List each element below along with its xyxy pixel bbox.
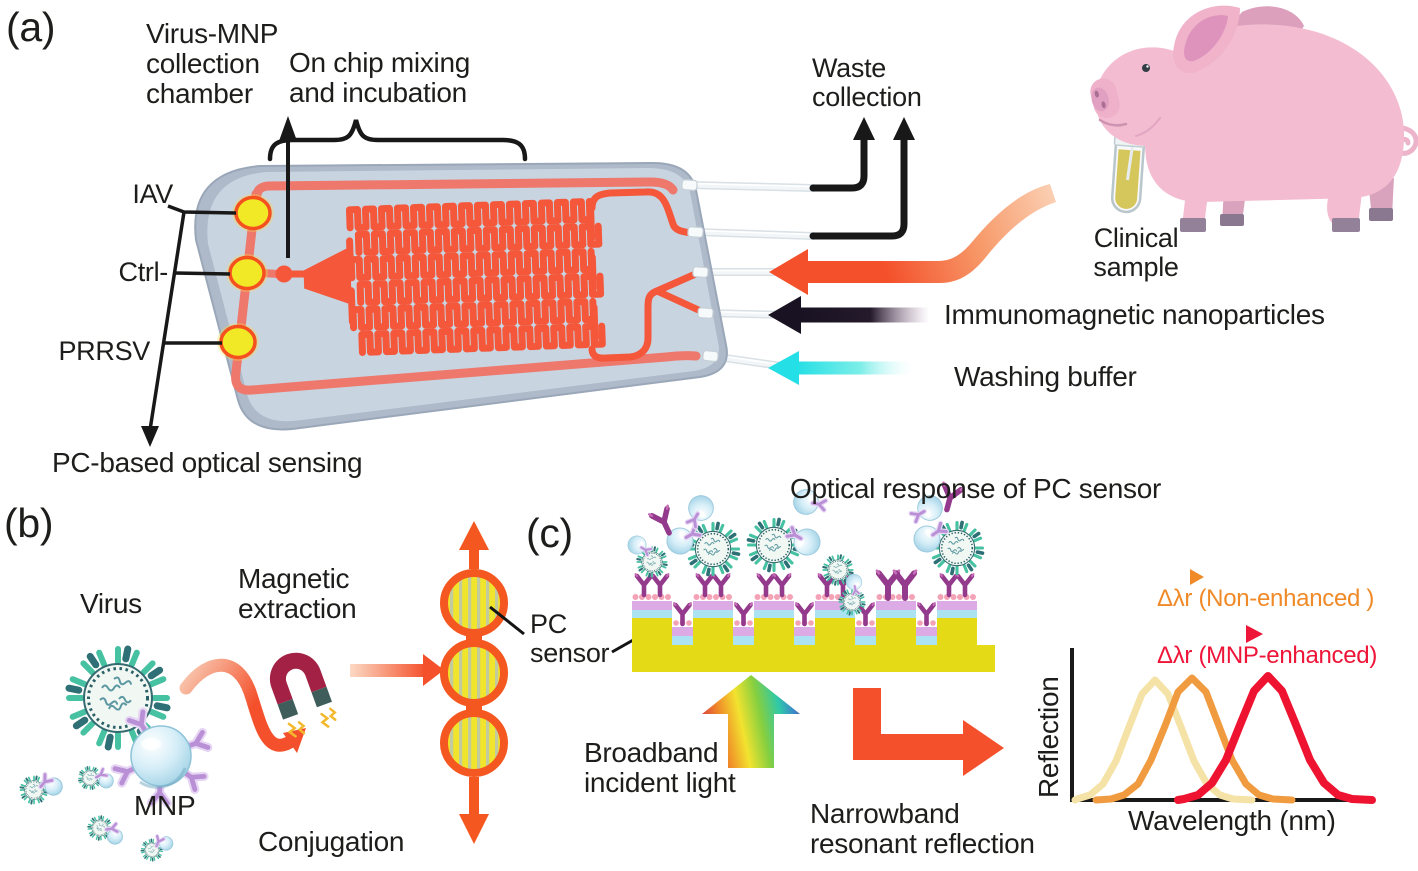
sensor-leader-lines [141,204,237,447]
sensor-chamber-prrsv [219,324,257,360]
panel-a-letter: (a) [6,4,56,50]
narrowband-arrow [853,688,1004,776]
wavelength-axis-label: Wavelength (nm) [1128,805,1336,836]
clinical-sample-label: Clinical sample [1093,223,1179,282]
panel-c-letter: (c) [526,510,573,556]
curve-mnp-enhanced [1174,672,1376,804]
pc-sensor-disc [440,639,508,707]
panel-b-letter: (b) [4,500,54,546]
grating-coatings [632,594,977,645]
mixing-label: On chip mixing and incubation [289,47,470,108]
pc-sensor-stack [440,521,508,844]
chamber-label: Virus-MNP collection chamber [146,18,279,109]
washing-buffer-label: Washing buffer [954,361,1137,392]
plot-axes [1070,648,1372,802]
prrsv-label: PRRSV [58,336,150,366]
legend-arrow-mnp-enhanced [1158,625,1263,643]
conjugation-label: Conjugation [258,826,405,857]
mnp-icon [115,712,208,803]
curve-reference [1071,676,1256,804]
mixing-brace [267,119,528,162]
pig-body [1144,24,1405,203]
chip-ports [681,179,719,363]
legend-arrow-non-enhanced [1158,569,1204,585]
broadband-light-arrow [702,675,800,768]
waste-arrows [809,117,915,240]
sensor-chamber-ctrl [228,255,266,291]
magnet-sparks [287,707,337,738]
clinical-sample-arrow [769,184,1056,295]
chip-tubing [686,181,817,372]
pig-head [1095,47,1201,146]
narrowband-label: Narrowband resonant reflection [810,798,1035,859]
sensor-chambers [217,194,274,361]
nanoparticles-arrow [768,296,929,334]
legend-mnp-enhanced: Δλr (MNP-enhanced) [1157,642,1378,669]
mnp-label: MNP [134,790,196,821]
reflection-axis-label: Reflection [1033,676,1064,798]
sensor-chamber-iav [234,195,272,231]
waste-arrowhead-2 [893,117,915,140]
nanoparticles-label: Immunomagnetic nanoparticles [944,299,1325,330]
iav-label: IAV [132,179,173,209]
waste-label: Waste collection [812,53,922,112]
waste-arrowhead-1 [853,117,875,140]
microfluidic-chip-panel [141,5,1418,447]
pig-eye [1142,64,1150,72]
pig-illustration [1090,5,1418,232]
pc-sensor-disc [440,709,508,777]
magnet-icon [269,652,337,738]
magnetic-extraction-label: Magnetic extraction [238,563,357,624]
broadband-label: Broadband incident light [584,737,736,798]
ctrl-label: Ctrl- [118,257,169,287]
pc-sensing-label: PC-based optical sensing [52,447,363,478]
serpentine-mixer [303,201,603,354]
conjugation-panel [20,521,652,863]
reflection-spectrum-plot [1070,569,1376,804]
pig-snout [1090,78,1120,119]
optical-response-title: Optical response of PC sensor [790,473,1162,504]
pc-sensor-panel [625,483,1376,804]
extraction-arrow [350,654,444,686]
washing-buffer-arrow [768,351,912,385]
curve-non-enhanced [1092,674,1296,804]
legend-non-enhanced: Δλr (Non-enhanced ) [1157,585,1375,612]
capture-antibodies [636,571,974,624]
virus-mnp-collection-chamber [275,265,293,283]
virus-label: Virus [80,588,142,619]
pc-sensor-disc [440,569,508,637]
s-curve-arrow [179,658,306,753]
pc-sensor-label: PC sensor [530,609,610,668]
chamber-pointer-arrow [279,116,297,258]
